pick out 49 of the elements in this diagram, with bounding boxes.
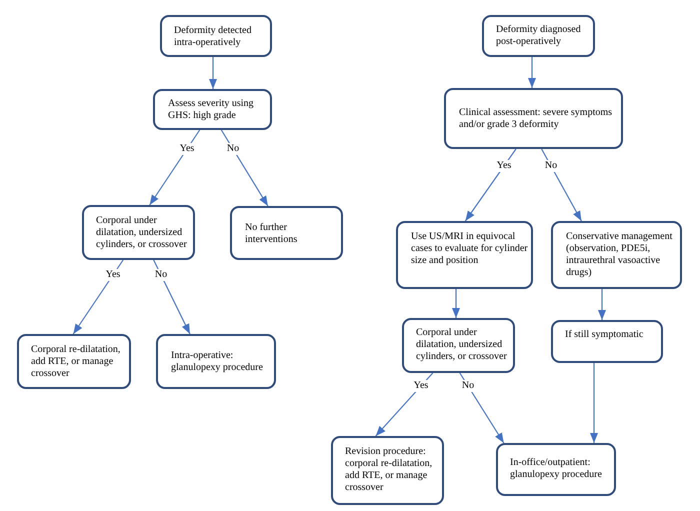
edge-label: No — [542, 160, 560, 172]
arrow — [209, 57, 217, 89]
process-box — [396, 221, 533, 289]
box-text: No further interventions — [245, 222, 298, 246]
process-box — [444, 88, 623, 149]
arrow — [153, 260, 190, 334]
box-text: Assess severity using GHS: high grade — [168, 98, 255, 122]
process-box — [482, 15, 595, 57]
process-box — [160, 15, 272, 57]
process-box — [551, 320, 663, 363]
box-text: If still symptomatic — [565, 329, 644, 341]
box-text: Conservative management (observation, PDE5i, intraurethral vasoactive drugs) — [566, 231, 674, 279]
edge-label: Yes — [494, 160, 514, 172]
arrow — [464, 148, 516, 222]
process-box — [496, 443, 616, 496]
box-text: In-office/outpatient: glanulopexy procedure — [510, 457, 603, 481]
edge-label: Yes — [412, 380, 430, 392]
box-text: Use US/MRI in equivocal cases to evaluate for cylinder size and position — [411, 231, 529, 267]
arrow — [452, 289, 460, 318]
process-box — [230, 206, 343, 260]
arrow — [598, 289, 606, 320]
arrow — [541, 148, 582, 222]
arrow — [459, 372, 504, 444]
arrow — [528, 57, 536, 88]
box-text: Revision procedure: corporal re-dilatation, add RTE, or manage crossover — [345, 446, 434, 494]
process-box — [551, 221, 682, 289]
box-text: Deformity diagnosed post-operatively — [496, 24, 582, 48]
box-text: Deformity detected intra-operatively — [174, 25, 252, 49]
arrow — [220, 130, 268, 206]
process-box — [17, 334, 131, 389]
process-box — [331, 436, 444, 505]
arrow — [375, 372, 434, 436]
edge-label: Yes — [104, 269, 122, 281]
edge-label: No — [152, 269, 170, 281]
arrow — [72, 260, 124, 334]
box-text: Corporal under dilatation, undersized cylinders, or crossover — [96, 215, 188, 251]
box-text: Clinical assessment: severe symptoms and/or grade 3 deformity — [459, 107, 614, 131]
edge-label: No — [224, 143, 242, 155]
process-box — [402, 318, 515, 373]
process-box — [82, 205, 195, 260]
box-text: Intra-operative: glanulopexy procedure — [171, 350, 264, 374]
process-box — [156, 334, 276, 389]
box-text: Corporal under dilatation, undersized cylinders, or crossover — [416, 327, 508, 363]
arrow — [149, 130, 200, 206]
edge-label: No — [460, 380, 476, 392]
edge-label: Yes — [178, 143, 196, 155]
arrow — [590, 363, 598, 443]
box-text: Corporal re-dilatation, add RTE, or manage crossover — [31, 344, 122, 380]
process-box — [153, 89, 272, 130]
